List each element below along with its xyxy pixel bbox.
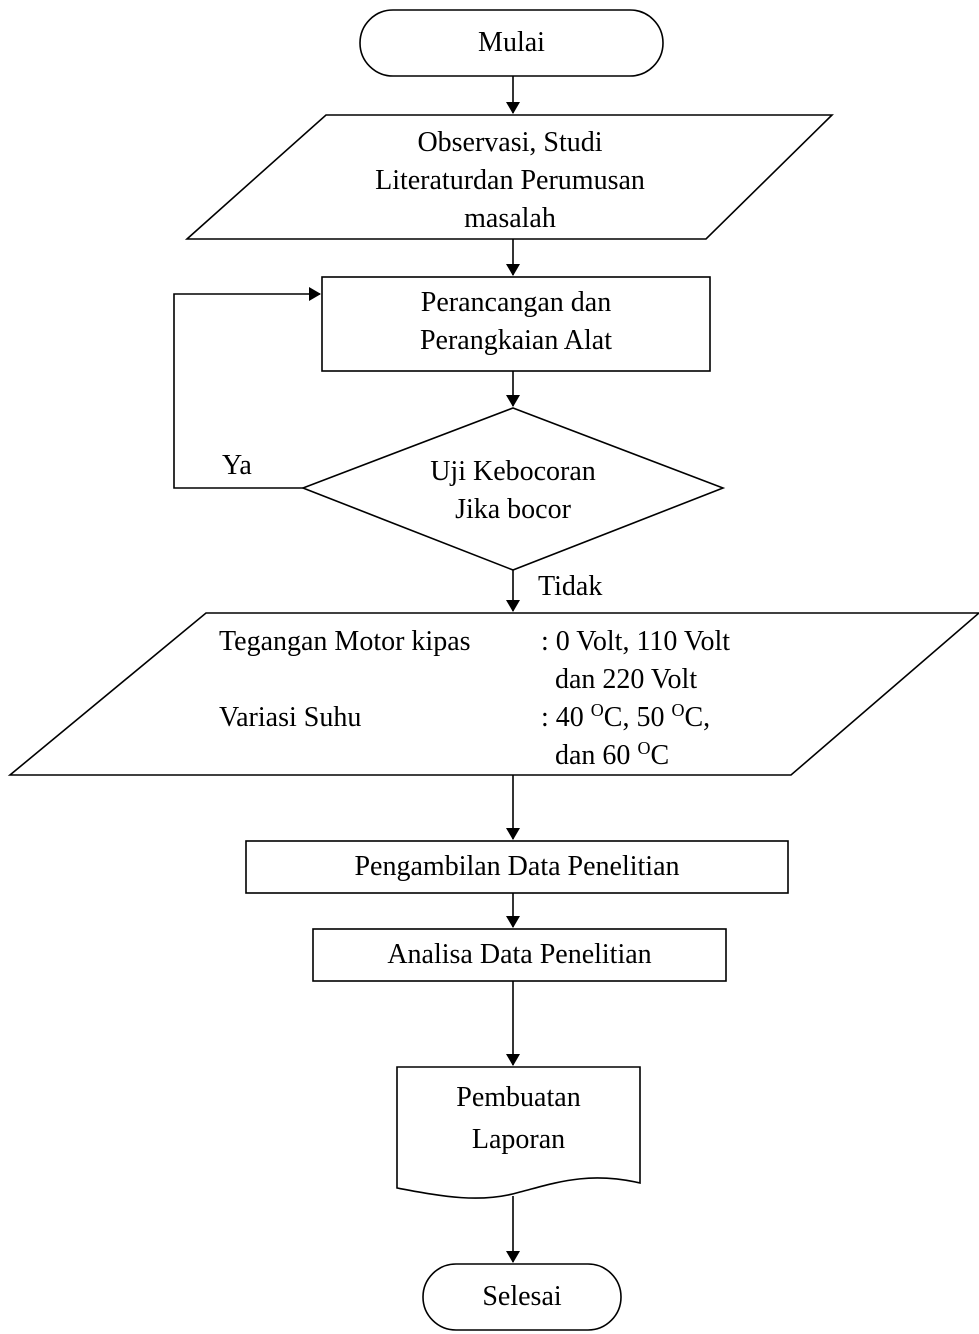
temperature-value-line-1: : 40 OC, 50 OC, [541, 700, 711, 733]
temperature-label: Variasi Suhu [219, 702, 362, 733]
end-label: Selesai [482, 1281, 562, 1312]
analysis-box [312, 928, 727, 982]
data-collection-box [245, 840, 789, 894]
arrow-yes-loop [173, 287, 321, 489]
parameters-parallelogram [7, 612, 979, 776]
report-line-1: Pembuatan [456, 1082, 581, 1113]
degree-mark: O [637, 738, 651, 758]
start-terminator [359, 9, 664, 77]
observation-line-3: masalah [464, 203, 556, 234]
observation-line-1: Observasi, Studi [417, 127, 603, 158]
start-label: Mulai [478, 27, 545, 58]
degree-mark: O [590, 700, 604, 720]
decision-line-1: Uji Kebocoran [430, 456, 596, 487]
decision-line-2: Jika bocor [455, 494, 571, 525]
analysis-label: Analisa Data Penelitian [387, 939, 652, 970]
decision-no-label: Tidak [538, 571, 603, 602]
decision-yes-label: Ya [222, 450, 252, 481]
voltage-value-line-2: dan 220 Volt [555, 664, 698, 695]
design-process-box [321, 276, 711, 372]
observation-line-2: Literaturdan Perumusan [375, 165, 645, 196]
observation-parallelogram [184, 114, 834, 240]
temperature-value-line-2: dan 60 OC [555, 738, 670, 771]
end-terminator [422, 1263, 622, 1331]
design-line-2: Perangkaian Alat [419, 325, 613, 356]
voltage-value-line-1: : 0 Volt, 110 Volt [541, 626, 731, 657]
voltage-label: Tegangan Motor kipas [219, 626, 471, 657]
data-collection-label: Pengambilan Data Penelitian [354, 851, 680, 882]
design-line-1: Perancangan dan [420, 287, 612, 318]
report-line-2: Laporan [471, 1124, 566, 1155]
degree-mark: O [671, 700, 685, 720]
report-document [396, 1066, 641, 1199]
